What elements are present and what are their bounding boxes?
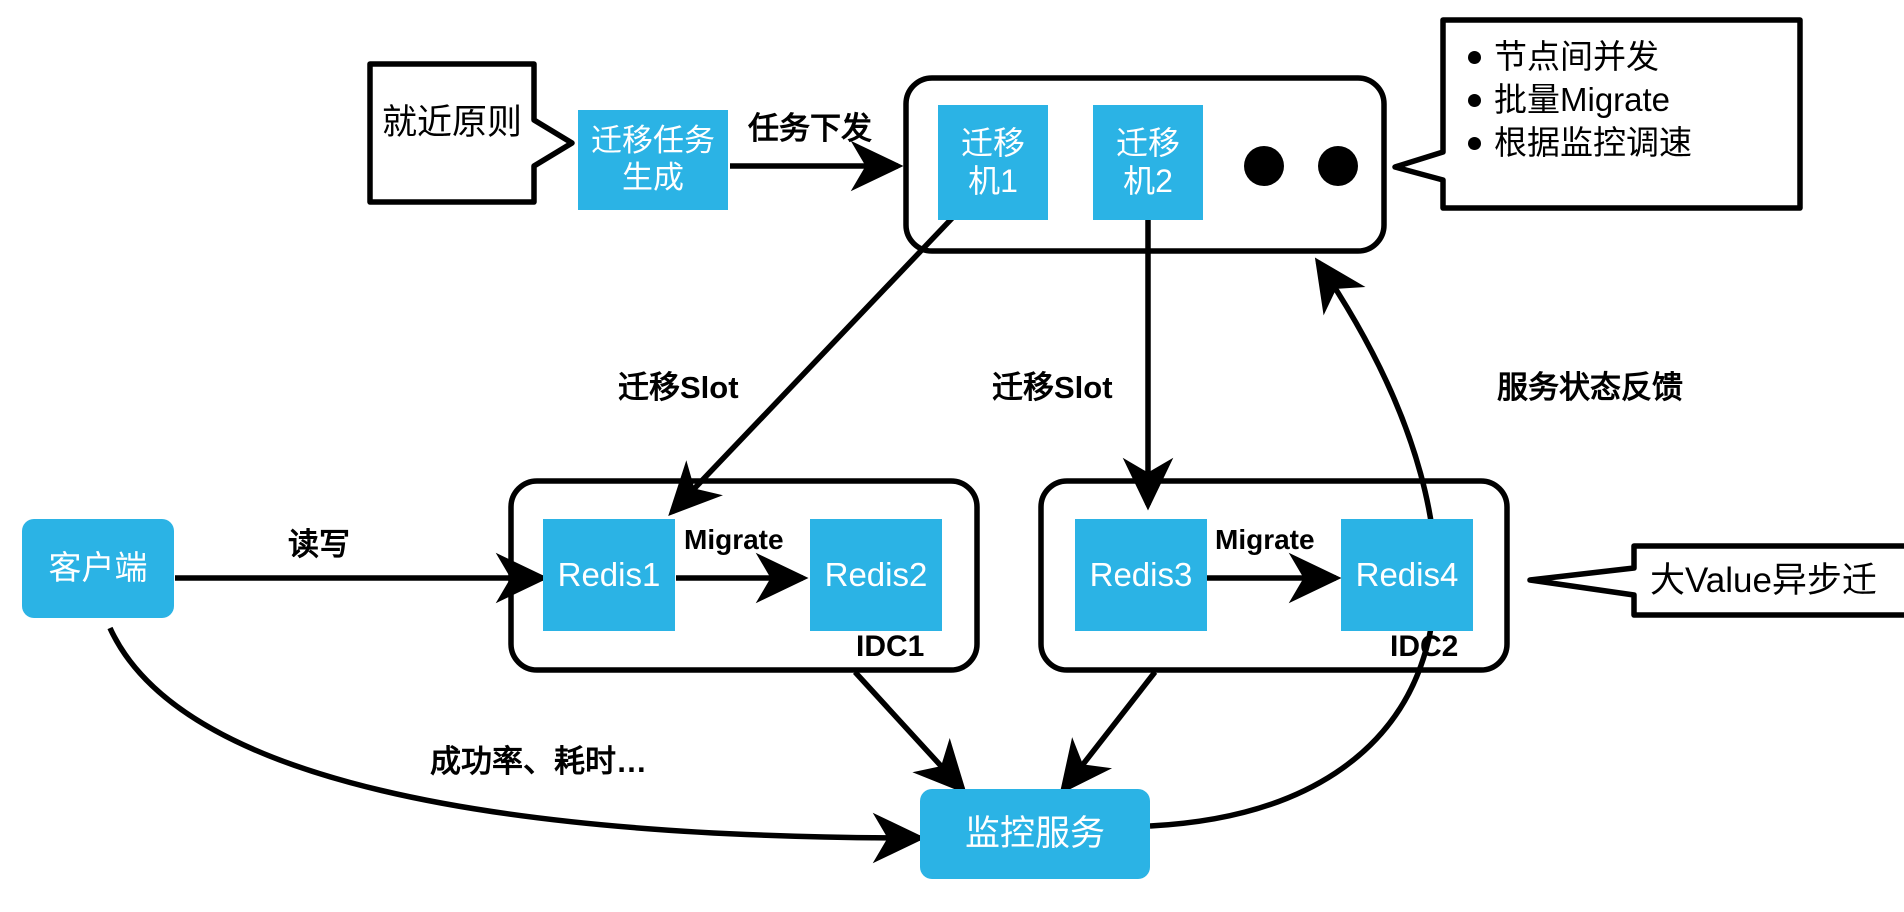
edge-label-migrate-slot-right: 迁移Slot	[992, 370, 1113, 405]
node-redis1[interactable]: Redis1	[543, 519, 675, 631]
edge-label-migrate-slot-left: 迁移Slot	[618, 370, 739, 405]
feature-label: 节点间并发	[1494, 38, 1659, 75]
bullet-dot-icon	[1468, 136, 1481, 150]
edge-label-task-dispatch: 任务下发	[748, 111, 872, 146]
proximity-principle-callout: 就近原则	[381, 103, 522, 142]
group-tag-idc1: IDC1	[856, 630, 925, 663]
bullet-dot-icon	[1468, 93, 1481, 107]
node-redis3[interactable]: Redis3	[1075, 519, 1207, 631]
edge-label-service-status-feedback: 服务状态反馈	[1497, 370, 1683, 405]
migration-rack-container	[903, 75, 1387, 254]
feature-label: 批量Migrate	[1494, 80, 1671, 118]
feature-label: 根据监控调速	[1494, 123, 1692, 161]
edge-label-success-rate-latency: 成功率、耗时…	[430, 744, 647, 779]
proximity-callout-shape	[367, 61, 575, 205]
node-monitor-service[interactable]: 监控服务	[920, 789, 1150, 879]
node-migration-machine-2[interactable]: 迁移 机2	[1093, 105, 1203, 220]
bullet-dot-icon	[1468, 50, 1481, 64]
edge-label-read-write: 读写	[288, 527, 350, 562]
edge-client-to-monitor	[107, 626, 926, 864]
bigvalue-callout: 大Value异步迁	[1650, 561, 1877, 600]
features-callout-shape	[1392, 17, 1803, 211]
feature-item: 批量Migrate	[1468, 79, 1692, 122]
edge-label-migrate-idc2: Migrate	[1215, 524, 1315, 555]
node-redis4[interactable]: Redis4	[1341, 519, 1473, 631]
edge-migrate-slot-left	[668, 211, 959, 516]
migration-features-callout: 节点间并发 批量Migrate 根据监控调速	[1468, 36, 1692, 165]
node-migration-task-generator[interactable]: 迁移任务 生成	[578, 110, 728, 210]
edge-idc2-to-monitor	[1059, 670, 1158, 795]
node-migration-machine-1[interactable]: 迁移 机1	[938, 105, 1048, 220]
node-redis2[interactable]: Redis2	[810, 519, 942, 631]
node-client[interactable]: 客户端	[22, 519, 174, 618]
rack-ellipsis-dot	[1244, 146, 1284, 186]
feature-item: 根据监控调速	[1468, 122, 1692, 165]
rack-ellipsis-dot	[1318, 146, 1358, 186]
group-tag-idc2: IDC2	[1390, 630, 1459, 663]
bigvalue-callout-shape	[1527, 543, 1904, 618]
feature-item: 节点间并发	[1468, 36, 1692, 79]
edge-monitor-to-rack	[1149, 257, 1439, 829]
edge-label-migrate-idc1: Migrate	[684, 524, 784, 555]
edge-idc1-to-monitor	[852, 670, 967, 795]
idc2-container	[1038, 478, 1510, 673]
